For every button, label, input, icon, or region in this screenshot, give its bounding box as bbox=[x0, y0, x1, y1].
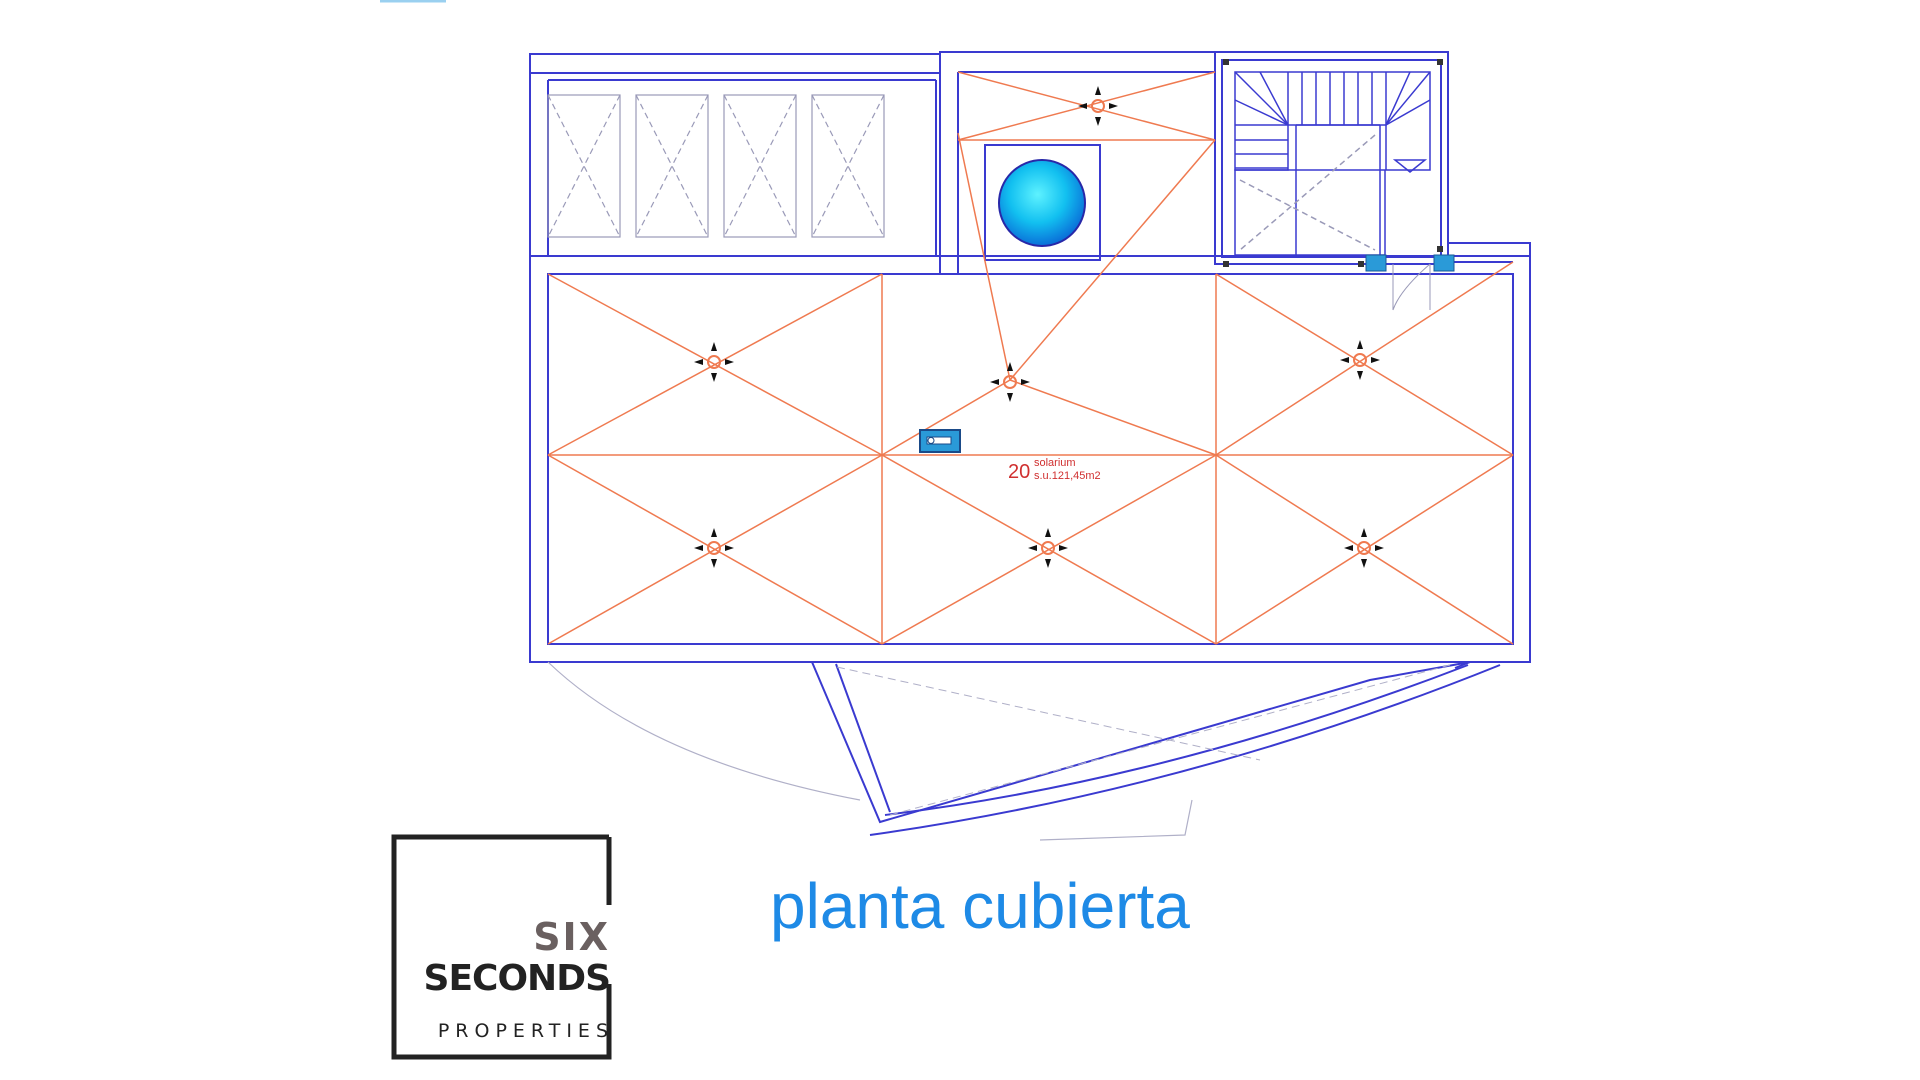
terrace-curves bbox=[547, 661, 1501, 841]
walls bbox=[529, 51, 1531, 824]
drain-symbol bbox=[694, 342, 734, 382]
drain-symbol bbox=[694, 528, 734, 568]
drain-symbol bbox=[1344, 528, 1384, 568]
roof-drains bbox=[694, 86, 1384, 568]
fixtures bbox=[919, 254, 1455, 453]
room-area: s.u.121,45m2 bbox=[1034, 470, 1101, 482]
room-number: 20 bbox=[1008, 461, 1030, 483]
room-name: solarium bbox=[1034, 457, 1076, 469]
drain-symbol bbox=[1028, 528, 1068, 568]
skylight-panels bbox=[547, 94, 885, 238]
logo: SIX SECONDS PROPERTIES bbox=[391, 834, 614, 1060]
roof-slopes bbox=[547, 71, 1514, 645]
logo-six: SIX bbox=[533, 915, 610, 959]
pool-circle bbox=[998, 159, 1086, 247]
plan-title: planta cubierta bbox=[770, 870, 1190, 942]
logo-properties: PROPERTIES bbox=[438, 1020, 614, 1042]
drain-symbol bbox=[990, 362, 1030, 402]
logo-seconds: SECONDS bbox=[424, 958, 610, 999]
drain-symbol bbox=[1340, 340, 1380, 380]
staircase bbox=[1234, 71, 1431, 311]
drain-symbol bbox=[1078, 86, 1118, 126]
room-label: 20 solarium s.u.121,45m2 bbox=[1008, 457, 1101, 483]
machine-unit bbox=[919, 429, 961, 453]
corner-posts bbox=[1223, 59, 1443, 267]
